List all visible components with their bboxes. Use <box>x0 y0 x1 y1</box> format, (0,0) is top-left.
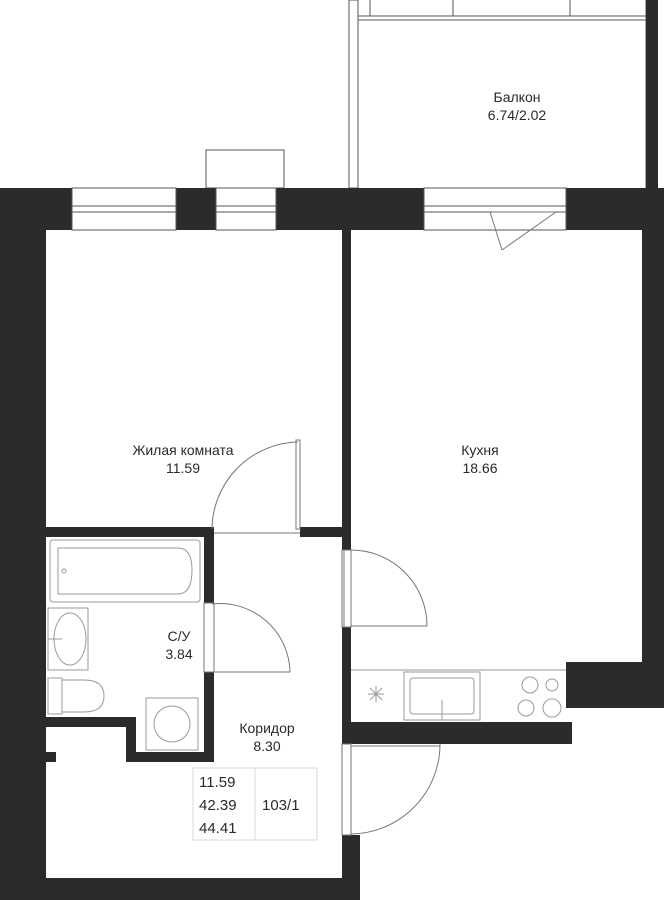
kitchen-counter <box>351 669 566 721</box>
room-name: Жилая комната <box>132 442 234 458</box>
room-area: 6.74/2.02 <box>487 107 547 123</box>
washing-machine <box>145 697 199 751</box>
room-name: С/У <box>167 628 191 644</box>
living-room-door <box>211 439 301 534</box>
room-area: 18.66 <box>462 460 498 476</box>
room-area: 8.30 <box>253 738 281 754</box>
room-name: Коридор <box>239 720 295 736</box>
room-label-living: Жилая комната 11.59 <box>132 441 233 477</box>
area-summary-box <box>192 767 318 841</box>
room-area: 3.84 <box>165 646 193 662</box>
ventilation-shaft <box>205 149 285 189</box>
bathroom-door <box>203 602 291 673</box>
toilet <box>47 677 105 715</box>
gas-riser-icon <box>368 686 384 702</box>
bathtub <box>49 539 201 603</box>
room-label-balcony: Балкон 6.74/2.02 <box>488 88 546 124</box>
room-area: 11.59 <box>166 460 200 476</box>
entrance-door <box>341 743 441 836</box>
room-label-bathroom: С/У 3.84 <box>165 627 192 663</box>
apartment-number: 103/1 <box>262 797 300 814</box>
room-label-kitchen: Кухня 18.66 <box>461 441 498 477</box>
kitchen-door <box>341 549 428 628</box>
balcony-door <box>489 211 557 251</box>
room-name: Кухня <box>461 442 499 458</box>
room-name: Балкон <box>493 89 541 105</box>
balcony-corner-wall <box>646 0 658 188</box>
total-with-balcony-value: 44.41 <box>199 820 237 837</box>
walls <box>0 188 664 900</box>
sink <box>47 607 89 671</box>
total-area-value: 42.39 <box>199 797 237 814</box>
living-area-value: 11.59 <box>199 774 236 791</box>
windows <box>71 187 567 231</box>
room-label-corridor: Коридор 8.30 <box>239 719 294 755</box>
